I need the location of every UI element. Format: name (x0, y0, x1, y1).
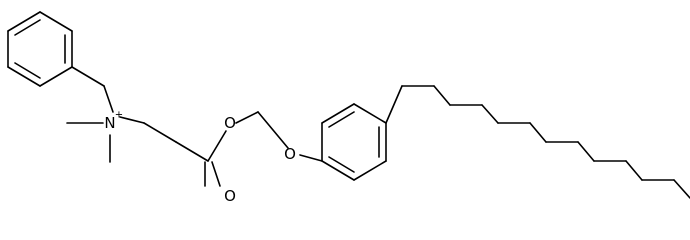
atom-ester-oxygen: O (224, 114, 236, 132)
molecule-structure: N + O O O (7, 11, 690, 205)
carbonyl-oxygen-label: O (224, 187, 236, 205)
bond-ch2-nitrogen (103, 85, 114, 113)
benzene-ring-benzyl (7, 11, 73, 87)
decyl-chain-zigzag (385, 85, 690, 199)
bond-ch2-ether-o (257, 111, 289, 149)
benzene-ring-aryl (321, 103, 387, 181)
bond-carbonyl-double-b (211, 161, 221, 187)
bond-ester-o-ch2 (235, 111, 259, 124)
atom-ether-oxygen: O (284, 145, 296, 163)
nitrogen-label: N (104, 114, 115, 132)
ether-oxygen-label: O (284, 145, 296, 163)
bond-ch2-carbonyl (175, 141, 209, 162)
bond-carbonyl-ester-o (207, 130, 227, 162)
atom-nitrogen: N + (104, 110, 123, 133)
nitrogen-charge: + (115, 110, 123, 121)
bond-ether-o-ring (299, 154, 323, 162)
ester-oxygen-label: O (224, 114, 236, 132)
bond-ch2-ch2 (143, 122, 177, 143)
bond-ring-ch2 (71, 66, 105, 87)
bond-n-ch2 (119, 116, 145, 124)
atom-carbonyl-oxygen: O (224, 187, 236, 205)
structure-canvas: N + O O O (7, 11, 690, 205)
